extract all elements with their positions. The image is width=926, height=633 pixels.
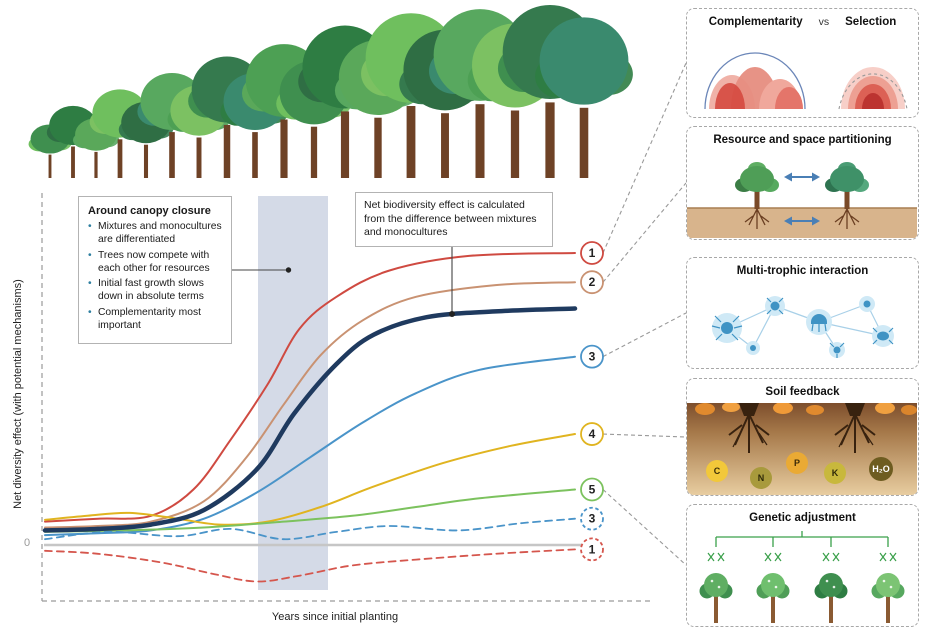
canopy-annotation-list: Mixtures and monocultures are differenti… xyxy=(88,221,222,333)
marker-circle-0 xyxy=(580,241,604,265)
nutrient-h2o: H₂O xyxy=(872,464,890,474)
nutrient-c: C xyxy=(714,466,721,476)
panel-connector-4 xyxy=(602,433,687,438)
canopy-bullet: Mixtures and monocultures are differenti… xyxy=(88,221,222,247)
root-system-right xyxy=(834,403,876,453)
roots-left xyxy=(744,208,770,229)
nutrient-k: K xyxy=(832,468,839,478)
nutrient-p: P xyxy=(794,458,800,468)
marker-circle-6 xyxy=(580,537,604,562)
panel-soil-feedback: Soil feedback xyxy=(686,378,919,496)
curve-3-dashed xyxy=(44,517,576,541)
panel-3-title: Multi-trophic interaction xyxy=(736,265,869,277)
curve-1-dashed xyxy=(44,548,576,583)
root-arrow xyxy=(784,216,820,226)
net-effect-annotation: Net biodiversity effect is calculated fr… xyxy=(355,192,553,247)
panel-4-title: Soil feedback xyxy=(765,386,840,398)
canopy-bullet: Trees now compete with each other for re… xyxy=(88,250,222,276)
marker-label-1: 2 xyxy=(589,275,596,289)
forest-illustration xyxy=(28,4,633,178)
marker-label-4: 5 xyxy=(589,483,596,497)
curve-2-solid xyxy=(44,281,576,529)
marker-circle-1 xyxy=(580,270,604,295)
marker-label-6: 1 xyxy=(589,542,596,556)
nutrient-n: N xyxy=(758,473,765,483)
zero-tick-label: 0 xyxy=(24,537,31,549)
gene-marks xyxy=(707,552,897,562)
canopy-bullet: Initial fast growth slows down in absolu… xyxy=(88,278,222,304)
marker-circle-4 xyxy=(580,477,604,502)
tree-right xyxy=(825,162,869,229)
canopy-annotation-dot xyxy=(285,267,292,273)
marker-label-2: 3 xyxy=(589,350,596,364)
root-system-left xyxy=(728,403,770,453)
panel-genetic-adjustment: Genetic adjustment xyxy=(686,504,919,627)
organisms xyxy=(711,297,894,358)
panel-5-title: Genetic adjustment xyxy=(749,512,856,524)
marker-label-0: 1 xyxy=(589,246,596,260)
marker-label-5: 3 xyxy=(589,512,596,526)
net-annotation-dot xyxy=(449,311,455,317)
panel-resource-partitioning: Resource and space partitioning xyxy=(686,126,919,240)
curve-1-solid xyxy=(44,252,576,523)
panel-connector-3 xyxy=(602,312,687,358)
multitrophic-illustration xyxy=(711,296,894,358)
marker-circle-5 xyxy=(580,506,604,531)
fungi-layer xyxy=(695,403,917,415)
curves-group: 1 2 3 4 5 3 1 xyxy=(42,62,687,583)
nutrient-badges: C N P K H₂O xyxy=(706,452,893,489)
complementarity-dome-arc xyxy=(704,52,806,110)
complementarity-illustration xyxy=(704,52,908,110)
roots-right xyxy=(834,208,860,229)
panel-1-title: Complementarity vs Selection xyxy=(687,9,918,33)
panel-2-title: Resource and space partitioning xyxy=(713,134,892,146)
marker-label-3: 4 xyxy=(589,427,596,441)
canopy-annotation-title: Around canopy closure xyxy=(88,205,211,217)
marker-circle-2 xyxy=(580,344,604,369)
x-axis-label: Years since initial planting xyxy=(271,611,399,623)
y-axis-label: Net diversity effect (with potential mec… xyxy=(12,279,24,509)
curve-5-solid xyxy=(44,488,576,533)
panel-connector-5 xyxy=(602,489,687,566)
canopy-arrow xyxy=(784,172,820,182)
panel-1-title-right: Selection xyxy=(845,16,897,28)
curve-4-solid xyxy=(44,433,576,526)
panel-complementarity-selection: Complementarity vs Selection xyxy=(686,8,919,118)
canopy-bullet: Complementarity most important xyxy=(88,307,222,333)
canopy-closure-annotation: Around canopy closure Mixtures and monoc… xyxy=(78,196,232,344)
panel-multitrophic: Multi-trophic interaction xyxy=(686,257,919,369)
genetic-illustration xyxy=(699,531,905,623)
panel-1-title-left: Complementarity xyxy=(708,16,803,28)
tree-left xyxy=(735,162,779,229)
panel-connector-2 xyxy=(602,182,687,283)
marker-circle-3 xyxy=(580,422,604,446)
soil-illustration: C N P K H₂O xyxy=(687,403,917,495)
bred-trees xyxy=(699,573,905,623)
partitioning-illustration xyxy=(687,162,917,238)
panel-1-title-vs: vs xyxy=(818,16,830,28)
breeding-bracket xyxy=(715,531,889,547)
